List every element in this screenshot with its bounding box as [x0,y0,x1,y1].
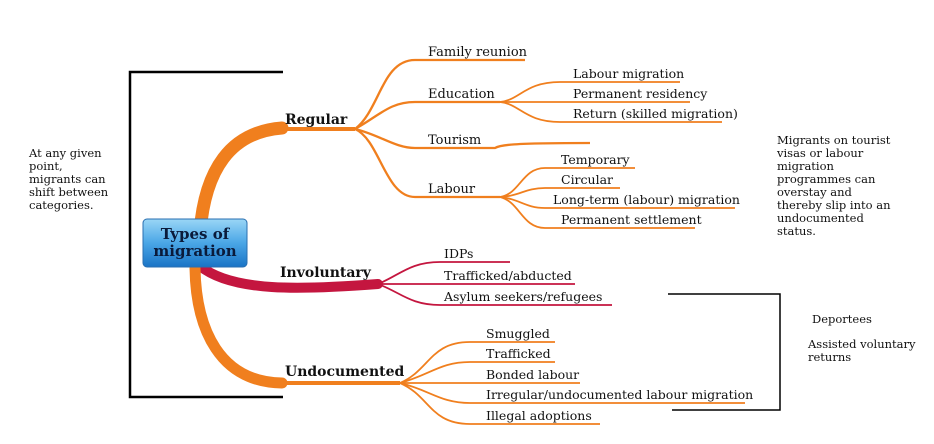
central-label-line2: migration [153,242,236,260]
left-bracket [128,70,283,399]
note-assisted-line: Assisted voluntary [807,337,916,351]
leaf-line [377,283,612,306]
leaf-circular[interactable]: Circular [561,172,613,187]
branch-label-involuntary[interactable]: Involuntary [280,265,372,281]
undocumented-leaf-lines [399,341,745,425]
leaf-labour-migration[interactable]: Labour migration [573,66,684,81]
right-bracket [668,293,781,411]
leaf-line [499,196,735,209]
leaf-temporary[interactable]: Temporary [561,152,631,167]
note-left-line: shift between [29,185,109,199]
note-right: Migrants on tourist visas or labour migr… [776,133,891,238]
note-left: At any given point, migrants can shift b… [28,146,109,212]
leaf-illegal-adoptions[interactable]: Illegal adoptions [486,408,592,423]
leaf-permanent-settlement[interactable]: Permanent settlement [561,212,702,227]
node-tourism[interactable]: Tourism [428,133,481,148]
regular-trunk [193,121,289,239]
branch-line-family [354,58,525,130]
leaf-smuggled[interactable]: Smuggled [486,326,550,341]
branch-line-education [354,100,500,131]
note-right-line: Migrants on tourist [777,133,891,147]
note-right-line: status. [777,224,816,238]
leaf-permanent-residency[interactable]: Permanent residency [573,86,708,101]
central-node[interactable]: Types of migration [142,218,248,268]
note-right-line: programmes can [777,172,876,186]
node-education[interactable]: Education [428,87,495,102]
involuntary-trunk [195,261,383,293]
leaf-line [399,382,745,404]
note-right-line: undocumented [777,211,864,225]
branch-label-regular[interactable]: Regular [285,112,348,128]
branch-label-undocumented[interactable]: Undocumented [285,364,404,380]
node-family-reunion[interactable]: Family reunion [428,45,528,60]
leaf-line [377,261,510,285]
leaf-trafficked[interactable]: Trafficked [486,346,551,361]
leaf-line [399,382,600,425]
note-left-line: categories. [29,198,94,212]
note-right-line: visas or labour [776,146,864,160]
note-assisted-line: returns [808,350,851,364]
leaf-line [399,341,555,384]
leaf-idps[interactable]: IDPs [444,246,473,261]
undocumented-trunk [189,262,288,389]
involuntary-leaf-lines [377,261,612,306]
leaf-line [499,196,695,229]
leaf-line [499,187,620,198]
note-right-line: migration [777,159,835,173]
branch-line-labour [354,127,500,199]
leaf-asylum-seekers[interactable]: Asylum seekers/refugees [443,289,602,304]
leaf-line [399,361,555,384]
central-label-line1: Types of [161,225,231,243]
note-left-line: migrants can [29,172,106,186]
leaf-line [499,167,635,198]
note-right-line: overstay and [777,185,853,199]
leaf-long-term[interactable]: Long-term (labour) migration [553,192,740,207]
note-right-line: thereby slip into an [777,198,891,212]
node-labour[interactable]: Labour [428,182,476,197]
note-left-line: point, [29,159,63,173]
branch-line-tourism [354,127,591,150]
leaf-irregular-labour[interactable]: Irregular/undocumented labour migration [486,387,753,402]
regular-sub-branches [354,58,591,199]
leaf-trafficked-abducted[interactable]: Trafficked/abducted [444,268,572,283]
labour-leaf-lines [499,167,735,229]
leaf-bonded-labour[interactable]: Bonded labour [486,367,579,382]
note-left-line: At any given [28,146,102,160]
leaf-return-skilled[interactable]: Return (skilled migration) [573,106,738,121]
education-leaf-lines [499,81,722,123]
leaf-line [499,101,722,123]
leaf-line [499,81,680,103]
note-deportees: Deportees [812,312,872,326]
